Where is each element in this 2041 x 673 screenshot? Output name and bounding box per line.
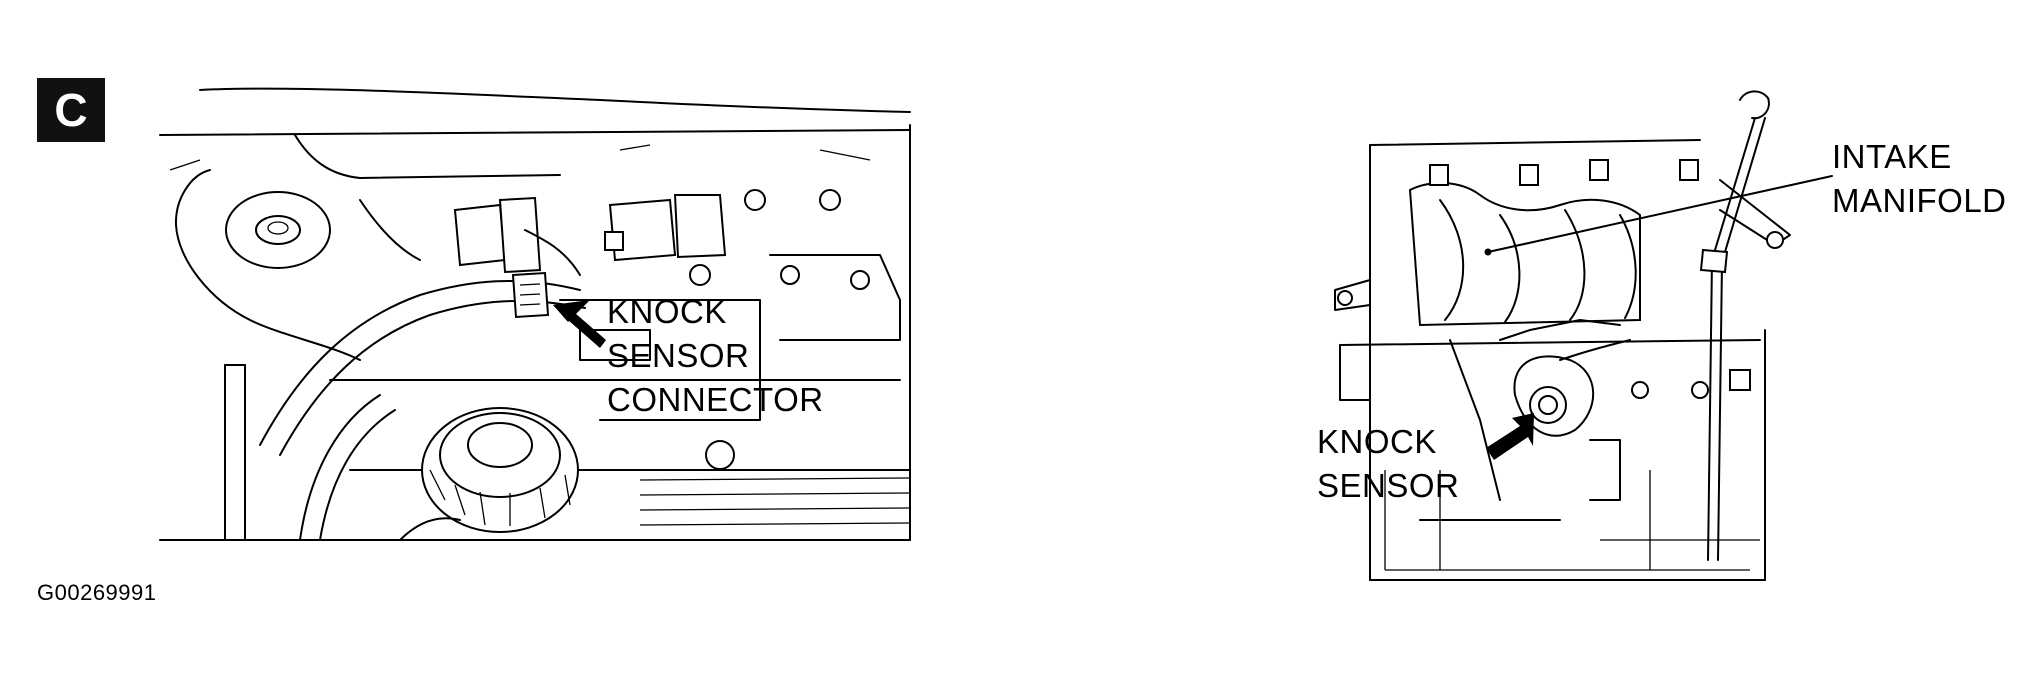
figure-badge: C — [37, 78, 105, 142]
left-pointer-arrow-icon — [553, 300, 606, 348]
knock-sensor-connector-label: KNOCK SENSOR CONNECTOR — [607, 290, 824, 422]
knock-sensor-label: KNOCK SENSOR — [1317, 420, 1459, 508]
manifold-label-line-2: MANIFOLD — [1832, 182, 2007, 219]
sensor-label-line-2: SENSOR — [1317, 467, 1460, 504]
left-engine-illustration — [159, 87, 911, 541]
figure-id: G00269991 — [37, 580, 157, 605]
sensor-label-line-1: KNOCK — [1317, 423, 1437, 460]
right-pointer-arrow-icon — [1486, 413, 1534, 460]
connector-label-line-1: KNOCK — [607, 293, 727, 330]
intake-manifold-label: INTAKE MANIFOLD — [1832, 135, 2007, 223]
manifold-label-line-1: INTAKE — [1832, 138, 1952, 175]
connector-label-line-3: CONNECTOR — [607, 381, 824, 418]
right-engine-illustration — [1334, 90, 1833, 581]
connector-label-line-2: SENSOR — [607, 337, 750, 374]
